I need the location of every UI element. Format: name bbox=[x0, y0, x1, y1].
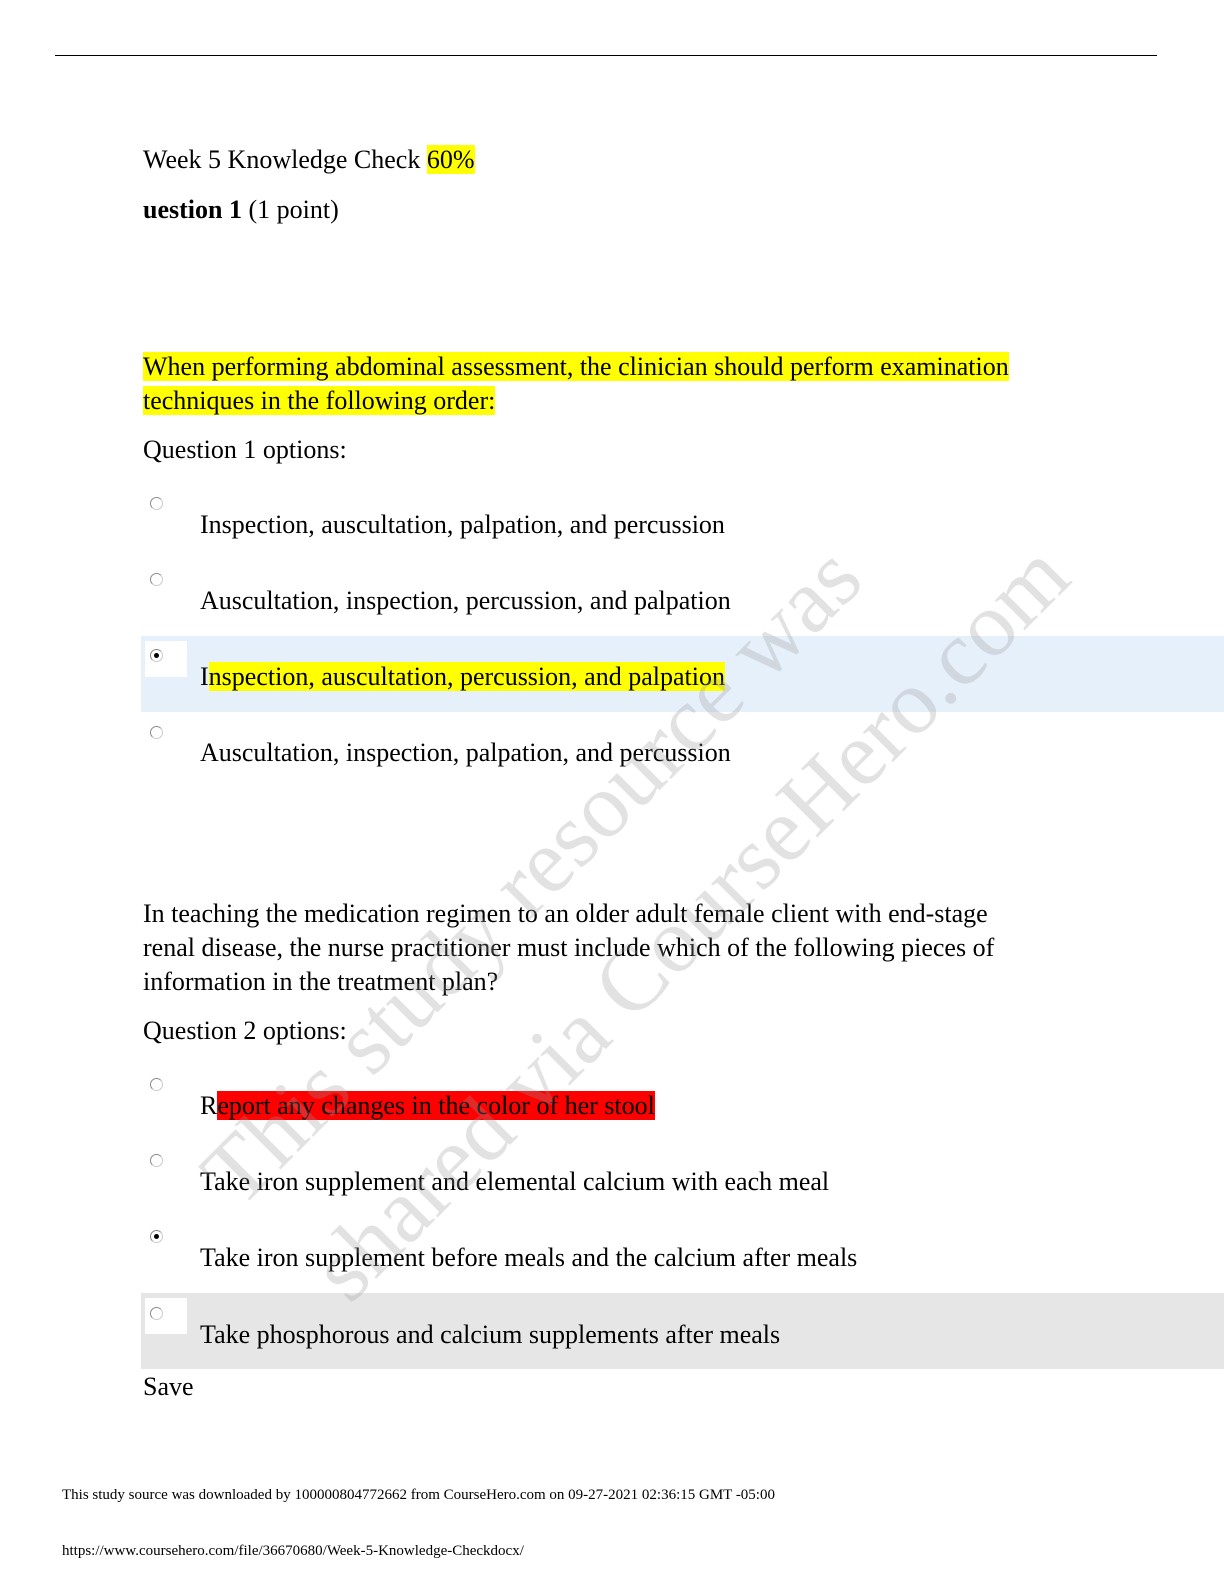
prompt-line: information in the treatment plan? bbox=[143, 967, 499, 996]
question1-options-label: Question 1 options: bbox=[143, 435, 347, 464]
prompt-line: When performing abdominal assessment, th… bbox=[143, 352, 1009, 381]
header-rule bbox=[55, 55, 1157, 56]
hovered-option-highlight bbox=[141, 1293, 1224, 1369]
option-text: I bbox=[200, 662, 209, 691]
q1-option-3-label[interactable]: Inspection, auscultation, percussion, an… bbox=[200, 660, 725, 694]
q2-option-3-radio[interactable] bbox=[150, 1230, 163, 1243]
q1-option-3-radio[interactable] bbox=[150, 649, 163, 662]
q2-option-2-radio[interactable] bbox=[150, 1154, 163, 1167]
prompt-line: techniques in the following order: bbox=[143, 386, 496, 415]
score-badge: 60% bbox=[426, 145, 475, 174]
prompt-line: renal disease, the nurse practitioner mu… bbox=[143, 933, 995, 962]
option-text: R bbox=[200, 1091, 218, 1120]
source-url-link[interactable]: https://www.coursehero.com/file/36670680… bbox=[62, 1543, 524, 1559]
option-text-highlighted: nspection, auscultation, percussion, and… bbox=[208, 662, 725, 691]
question1-prompt: When performing abdominal assessment, th… bbox=[143, 350, 1009, 418]
q2-option-1-radio[interactable] bbox=[150, 1078, 163, 1091]
q2-option-2-label[interactable]: Take iron supplement and elemental calci… bbox=[200, 1167, 830, 1196]
page-title: Week 5 Knowledge Check 60% bbox=[143, 143, 475, 177]
q1-option-1-radio[interactable] bbox=[150, 497, 163, 510]
save-button[interactable]: Save bbox=[143, 1372, 194, 1401]
question2-options-label: Question 2 options: bbox=[143, 1016, 347, 1045]
q2-option-1-label[interactable]: Report any changes in the color of her s… bbox=[200, 1089, 655, 1123]
q2-option-3-label[interactable]: Take iron supplement before meals and th… bbox=[200, 1243, 858, 1272]
prompt-line: In teaching the medication regimen to an… bbox=[143, 899, 988, 928]
q2-option-4-radio[interactable] bbox=[150, 1307, 163, 1320]
question1-heading: uestion 1 (1 point) bbox=[143, 193, 339, 227]
question2-prompt: In teaching the medication regimen to an… bbox=[143, 897, 994, 999]
question1-points: (1 point) bbox=[248, 195, 339, 224]
q2-option-4-label[interactable]: Take phosphorous and calcium supplements… bbox=[200, 1320, 781, 1349]
q1-option-2-label[interactable]: Auscultation, inspection, percussion, an… bbox=[200, 586, 731, 615]
title-text: Week 5 Knowledge Check bbox=[143, 145, 421, 174]
q1-option-4-radio[interactable] bbox=[150, 726, 163, 739]
q1-option-1-label[interactable]: Inspection, auscultation, palpation, and… bbox=[200, 510, 725, 539]
q1-option-4-label[interactable]: Auscultation, inspection, palpation, and… bbox=[200, 738, 731, 767]
option-text-highlighted: eport any changes in the color of her st… bbox=[217, 1091, 655, 1120]
question1-number: uestion 1 bbox=[143, 195, 242, 224]
q1-option-2-radio[interactable] bbox=[150, 573, 163, 586]
download-note: This study source was downloaded by 1000… bbox=[62, 1487, 775, 1503]
